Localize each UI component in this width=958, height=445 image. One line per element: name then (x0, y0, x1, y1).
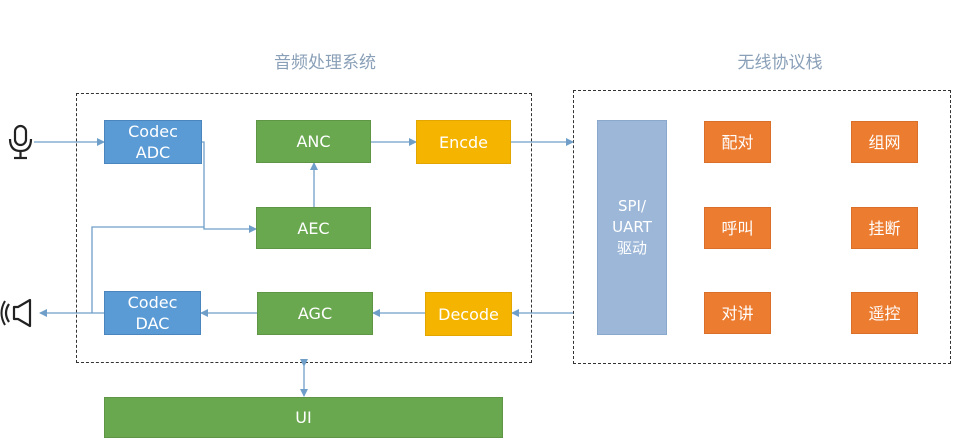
network-block: 组网 (851, 121, 918, 163)
hangup-block: 挂断 (851, 207, 918, 249)
driver-block: SPI/ UART 驱动 (597, 120, 667, 335)
remote-block: 遥控 (851, 292, 918, 334)
decode-block: Decode (425, 292, 512, 336)
pair-block: 配对 (704, 121, 771, 163)
wireless-stack-frame (573, 90, 951, 364)
microphone-icon (8, 124, 33, 160)
ui-bar: UI (104, 397, 503, 438)
codec-dac-block: Codec DAC (104, 291, 201, 335)
wireless-stack-title: 无线协议栈 (737, 53, 823, 73)
speaker-icon (0, 298, 32, 328)
audio-system-title: 音频处理系统 (274, 53, 376, 73)
codec-adc-block: Codec ADC (104, 120, 202, 164)
agc-block: AGC (257, 292, 373, 335)
anc-block: ANC (256, 120, 371, 163)
intercom-block: 对讲 (704, 292, 771, 334)
aec-block: AEC (256, 207, 371, 249)
adc-to-aec-line (202, 141, 257, 233)
call-block: 呼叫 (704, 207, 771, 249)
dac-reference-line (91, 226, 204, 313)
encode-block: Encde (416, 120, 511, 164)
